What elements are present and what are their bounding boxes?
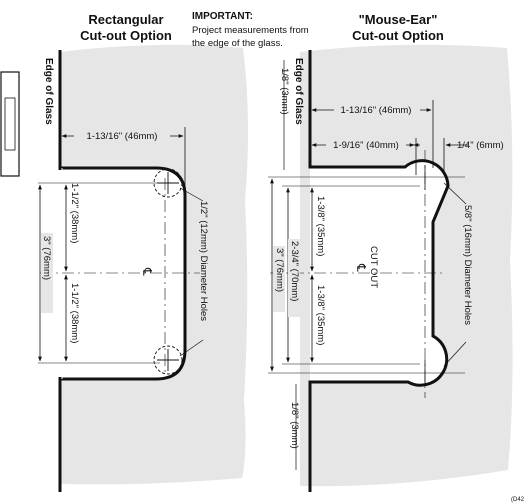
edge-plate-sketch [0,71,20,177]
left-width-dim: 1-13/16" (46mm) [87,131,158,142]
important-line1: Project measurements from [192,25,309,36]
left-lower-hole-icon [153,345,183,375]
left-upper-dim: 1-1/2" (38mm) [69,183,80,243]
right-lower-dim: 1-3/8" (35mm) [315,285,326,345]
right-total-dim: 3" (76mm) [274,248,285,292]
left-lower-dim: 1-1/2" (38mm) [69,283,80,343]
left-cutout-outline [58,60,187,488]
left-upper-hole-icon [153,168,183,198]
right-centerline-mark: ℄ [354,263,368,272]
left-holes-label: 1/2" (12mm) Diameter Holes [198,201,209,321]
right-title-line2: Cut-out Option [352,28,444,43]
right-radius-dim: 1/4" (6mm) [457,140,504,151]
ref-code: (D42 [511,497,525,503]
right-span-dim: 2-3/4" (70mm) [289,241,300,301]
important-line2: the edge of the glass. [192,38,283,49]
right-bottom-offset-dim: 1/8" (3mm) [289,402,300,449]
left-edge-label: Edge of Glass [43,58,54,125]
right-upper-dim: 1-3/8" (35mm) [315,196,326,256]
right-cutout-label: CUT OUT [368,246,379,288]
right-edge-label: Edge of Glass [293,58,304,125]
left-centerline-mark: ℄ [140,267,154,276]
right-title-line1: "Mouse-Ear" [359,12,438,27]
left-title-line2: Cut-out Option [80,28,172,43]
left-total-dim: 3" (76mm) [41,236,52,280]
right-inner-width-dim: 1-9/16" (40mm) [333,140,399,151]
left-title-line1: Rectangular [88,12,163,27]
right-top-offset-dim: 1/8" (3mm) [279,68,290,115]
right-width-dim: 1-13/16" (46mm) [341,105,412,116]
important-heading: IMPORTANT: [192,11,253,22]
right-holes-label: 5/8" (16mm) Diameter Holes [462,205,473,325]
